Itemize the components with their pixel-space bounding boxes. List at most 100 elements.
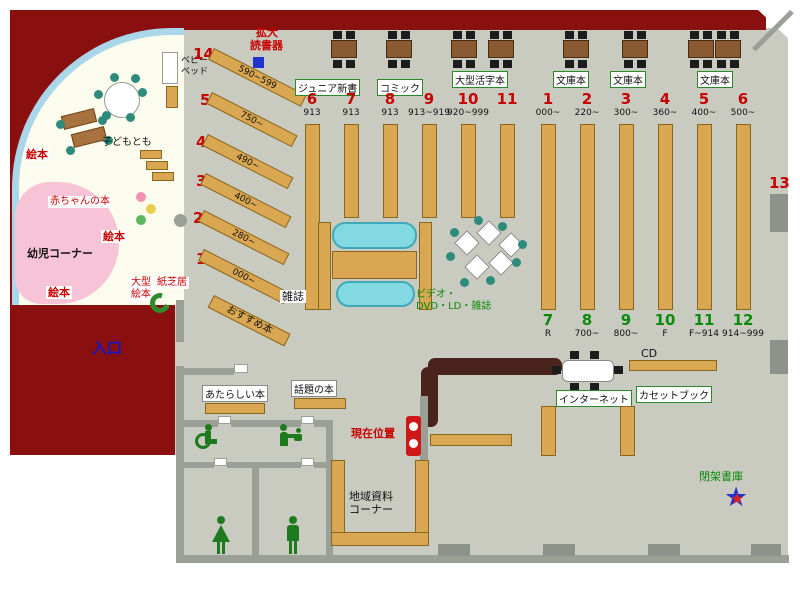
- stack-number: 10: [457, 90, 479, 108]
- internet-table: [562, 360, 614, 382]
- wall: [184, 462, 214, 468]
- chair-dot: [126, 113, 135, 122]
- stack-range: 913~919: [408, 108, 450, 118]
- stack-range: 920~999: [447, 108, 489, 118]
- book-stack: [344, 124, 359, 218]
- door: [214, 458, 227, 466]
- stack-number: 8: [581, 311, 593, 329]
- stack-number: 2: [581, 90, 593, 108]
- bench-seat: [332, 222, 417, 249]
- kamishibai-label: 紙芝居: [155, 277, 189, 289]
- media-shelf: [620, 406, 635, 456]
- ehon-label: 絵本: [24, 148, 50, 162]
- mens-toilet-icon: [284, 516, 302, 556]
- bunko-label: 文庫本: [553, 71, 589, 88]
- current-position-label: 現在位置: [351, 427, 395, 440]
- pillar: [751, 544, 781, 556]
- stack-range: 700~: [574, 329, 600, 339]
- step-shelf: [140, 150, 162, 159]
- floor-cushion-green: [136, 215, 146, 225]
- stack-number: 7: [542, 311, 554, 329]
- ehon-label: 絵本: [46, 286, 72, 300]
- magnifier-reader-label: 拡大 読書器: [250, 26, 283, 53]
- chair: [552, 366, 561, 374]
- chair-dot: [486, 276, 495, 285]
- topic-books-label: 話題の本: [291, 380, 337, 397]
- wall: [326, 420, 333, 557]
- media-shelf: [541, 406, 556, 456]
- book-stack: [500, 124, 515, 218]
- pillar: [770, 194, 788, 232]
- chair: [614, 366, 623, 374]
- door: [218, 416, 231, 424]
- book-stack: [736, 124, 751, 310]
- book-stack: [422, 124, 437, 218]
- shelf-number: 4: [196, 133, 207, 151]
- step-shelf: [152, 172, 174, 181]
- stack-range: 913: [381, 108, 399, 118]
- pillar: [543, 544, 575, 556]
- stack-range: 913: [342, 108, 360, 118]
- chair-dot: [98, 116, 107, 125]
- stack-range: R: [544, 329, 552, 339]
- baby-bed-label: ベビー ベッド: [181, 56, 209, 77]
- book-stack: [580, 124, 595, 310]
- shelf-number: 2: [193, 209, 204, 227]
- chair-dot: [498, 222, 507, 231]
- floor-cushion-yellow: [146, 204, 156, 214]
- reading-table: [331, 31, 357, 68]
- reading-table: [386, 31, 412, 68]
- baby-changing-icon: [278, 424, 304, 454]
- cd-shelf: [629, 360, 717, 371]
- book-stack: [658, 124, 673, 310]
- cassette-label: カセットブック: [636, 386, 712, 403]
- wall-bottom: [176, 555, 789, 563]
- topic-books-shelf: [294, 398, 346, 409]
- wall: [176, 300, 184, 342]
- stack-number: 9: [620, 311, 632, 329]
- stack-range: 800~: [613, 329, 639, 339]
- wall-top: [10, 10, 766, 30]
- wall: [314, 462, 333, 468]
- chair-dot: [102, 111, 111, 120]
- stack-range: 914~999: [722, 329, 764, 339]
- book-stack: [697, 124, 712, 310]
- chair-dot: [474, 216, 483, 225]
- bench-side-shelf: [318, 222, 331, 310]
- current-position-marker: [406, 416, 421, 456]
- shelf-number: 5: [200, 91, 211, 109]
- toddler-corner-label: 幼児コーナー: [27, 247, 93, 260]
- stack-range: 500~: [730, 108, 756, 118]
- pillar: [648, 544, 680, 556]
- stack-number: 3: [620, 90, 632, 108]
- book-stack: [461, 124, 476, 218]
- floor-cushion-pink: [136, 192, 146, 202]
- junior-shinsho-label: ジュニア新書: [295, 79, 361, 96]
- closed-stacks-star-icon: ★ ★: [724, 482, 749, 513]
- stack-number: 11: [496, 90, 518, 108]
- reading-table: [451, 31, 477, 68]
- stack-range: 220~: [574, 108, 600, 118]
- magazine-label: 雑誌: [280, 290, 306, 304]
- wall: [184, 420, 218, 427]
- kodomo-label: 子どもとも: [102, 137, 152, 148]
- step-shelf: [146, 161, 168, 170]
- cd-label: CD: [641, 347, 658, 360]
- stack-number: 7: [345, 90, 357, 108]
- chair: [590, 351, 599, 359]
- display-shelf: [430, 434, 512, 446]
- baby-bed: [162, 52, 178, 84]
- stack-number: 13: [769, 174, 790, 192]
- stack-range: 400~: [691, 108, 717, 118]
- wall: [252, 468, 259, 558]
- chair-dot: [512, 258, 521, 267]
- womens-toilet-icon: [212, 516, 230, 556]
- book-stack: [619, 124, 634, 310]
- chair: [570, 351, 579, 359]
- stack-number: 9: [423, 90, 435, 108]
- chair-dot: [450, 228, 459, 237]
- new-books-shelf: [205, 403, 265, 414]
- stack-number: 12: [732, 311, 754, 329]
- magnifier-reader-icon: [253, 57, 264, 68]
